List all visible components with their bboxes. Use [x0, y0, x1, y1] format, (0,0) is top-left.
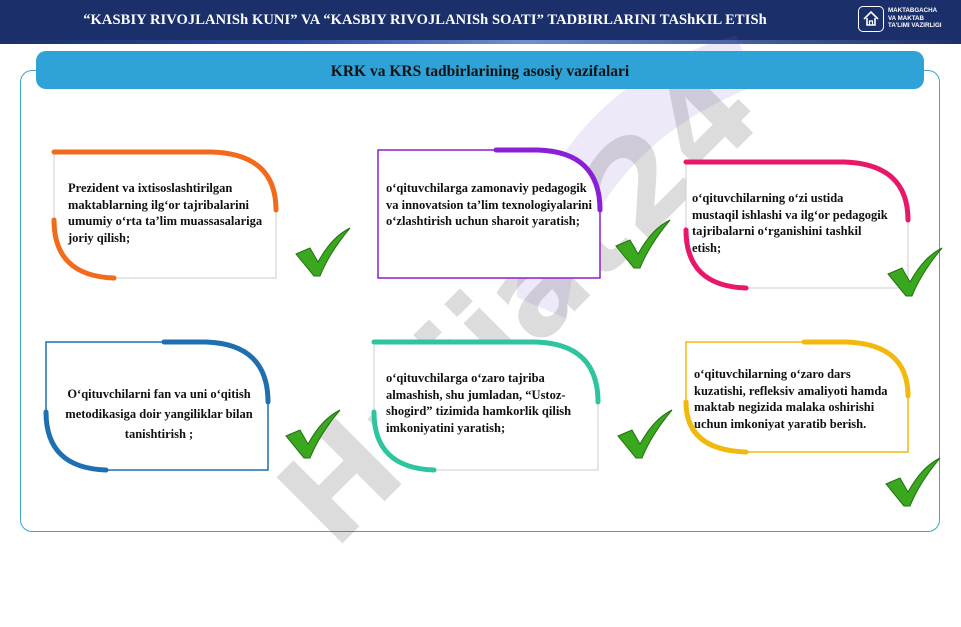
- subtitle-bar: KRK va KRS tadbirlarining asosiy vazifal…: [36, 51, 924, 89]
- ministry-emblem-icon: [858, 6, 884, 32]
- checkmark-icon: [295, 227, 351, 277]
- task-card-5: o‘qituvchilarga o‘zaro tajriba almashish…: [371, 339, 601, 473]
- checkmark-icon: [285, 409, 341, 459]
- task-card-2: o‘qituvchilarga zamonaviy pedagogik va i…: [376, 147, 603, 280]
- ministry-name: MAKTABGACHA VA MAKTAB TA'LIMI VAZIRLIGI: [888, 7, 941, 30]
- task-card-3-text: o‘qituvchilarning o‘zi ustida mustaqil i…: [692, 191, 888, 255]
- page-title: “KASBIY RIVOJLANISh KUNI” VA “KASBIY RIV…: [83, 12, 767, 28]
- card-border: [377, 147, 603, 279]
- task-card-6-text: o‘qituvchilarning o‘zaro dars kuzatishi,…: [694, 367, 888, 431]
- task-card-3: o‘qituvchilarning o‘zi ustida mustaqil i…: [683, 159, 911, 291]
- checkmark-icon: [617, 409, 673, 459]
- checkmark-icon: [615, 219, 671, 269]
- task-card-2-text: o‘qituvchilarga zamonaviy pedagogik va i…: [386, 181, 592, 228]
- logo-line-3: TA'LIMI VAZIRLIGI: [888, 22, 942, 30]
- header-bar: “KASBIY RIVOJLANISh KUNI” VA “KASBIY RIV…: [0, 0, 961, 40]
- logo-line-1: MAKTABGACHA: [888, 7, 938, 14]
- ministry-logo: MAKTABGACHA VA MAKTAB TA'LIMI VAZIRLIGI: [858, 6, 958, 36]
- task-card-4-text: O‘qituvchilarni fan va uni o‘qitish meto…: [65, 387, 253, 441]
- task-card-1: Prezident va ixtisoslashtirilgan maktabl…: [51, 149, 279, 281]
- header-stripe: [0, 40, 961, 44]
- task-card-6: o‘qituvchilarning o‘zaro dars kuzatishi,…: [683, 339, 911, 455]
- task-card-4: O‘qituvchilarni fan va uni o‘qitish meto…: [43, 339, 271, 473]
- checkmark-icon: [885, 457, 941, 507]
- task-card-1-text: Prezident va ixtisoslashtirilgan maktabl…: [68, 181, 263, 245]
- card-border: [51, 149, 279, 281]
- task-card-5-text: o‘qituvchilarga o‘zaro tajriba almashish…: [386, 371, 572, 435]
- card-border: [683, 339, 911, 455]
- checkmark-icon: [887, 247, 943, 297]
- logo-line-2: VA MAKTAB: [888, 14, 924, 22]
- section-subtitle: KRK va KRS tadbirlarining asosiy vazifal…: [330, 63, 630, 80]
- card-border: [43, 339, 271, 473]
- card-border: [371, 339, 601, 473]
